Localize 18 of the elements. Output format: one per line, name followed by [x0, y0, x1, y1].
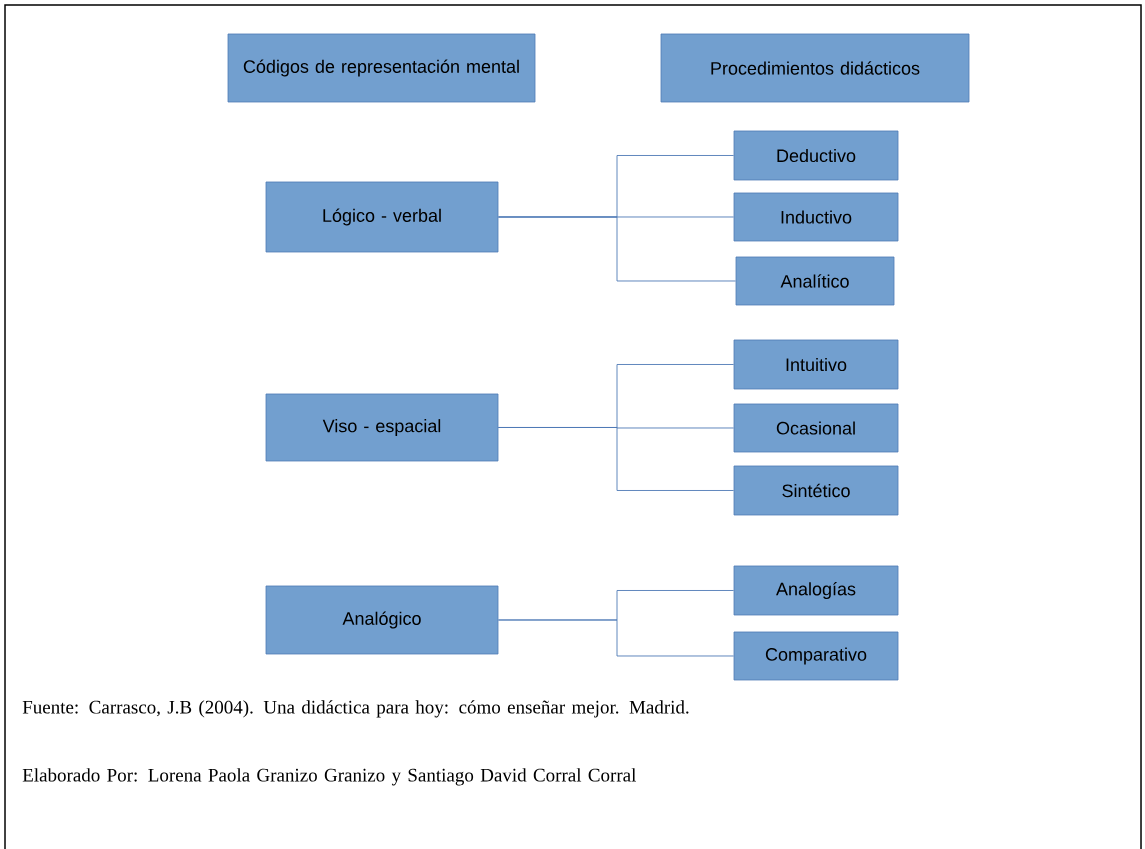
heading-box: Códigos de representación mental [227, 33, 536, 103]
connector-line [497, 427, 735, 491]
source-note: Elaborado Por: Lorena Paola Granizo Granizo y Santiago David Corral Corral [22, 768, 636, 786]
process-box: Sintético [733, 465, 899, 516]
heading-box: Procedimientos didácticos [660, 33, 970, 103]
connector-line [497, 216, 737, 282]
process-box: Ocasional [733, 403, 899, 453]
process-box: Viso - espacial [265, 393, 499, 462]
connector-line [497, 619, 735, 657]
process-box: Analógico [265, 585, 499, 655]
process-box: Analogías [733, 565, 899, 616]
process-box: Comparativo [733, 631, 899, 681]
process-box: Analítico [735, 256, 895, 306]
process-box: Inductivo [733, 192, 899, 242]
process-box: Intuitivo [733, 339, 899, 390]
process-box: Deductivo [733, 130, 899, 181]
source-note: Fuente: Carrasco, J.B (2004). Una didáctica para hoy: cómo enseñar mejor. Madrid. [22, 700, 689, 718]
process-box: Lógico - verbal [265, 181, 499, 253]
